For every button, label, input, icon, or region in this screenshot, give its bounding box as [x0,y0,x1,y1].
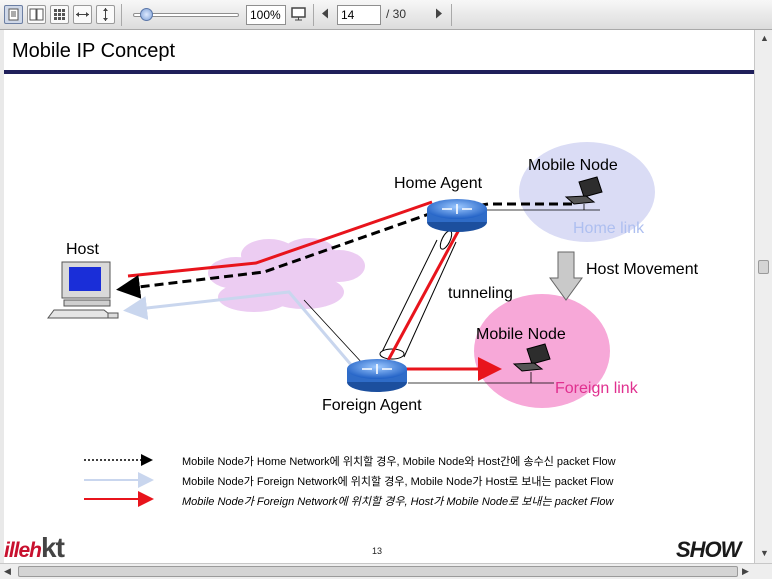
kt-logo-main: kt [41,532,65,563]
page-number-input[interactable]: 14 [337,5,381,25]
scroll-down-icon[interactable]: ▼ [760,548,769,558]
single-page-icon[interactable] [4,5,23,24]
toolbar-separator [121,4,122,26]
home-link-label: Home link [573,220,645,237]
foreign-agent-label: Foreign Agent [322,397,422,414]
flow-light-blue [123,290,366,381]
scroll-left-icon[interactable]: ◀ [4,566,11,576]
foreign-link-label: Foreign link [555,380,638,397]
kt-logo-prefix: illeh [4,539,42,562]
flow-red-tunnel [382,225,463,369]
horizontal-scrollbar[interactable]: ◀ ▶ [0,563,772,579]
next-page-icon[interactable] [430,5,449,24]
foreign-agent-router-icon [347,359,407,392]
home-agent-router-icon [427,199,487,232]
scroll-right-icon[interactable]: ▶ [742,566,749,576]
vertical-scrollbar[interactable]: ▲ ▼ [754,30,772,563]
horizontal-scroll-thumb[interactable] [18,566,738,577]
thumbnail-grid-icon[interactable] [50,5,69,24]
toolbar-separator [313,4,314,26]
tunnel-pipe [379,230,457,360]
zoom-slider-track[interactable] [133,13,239,17]
host-movement-label: Host Movement [586,261,699,278]
vertical-scroll-thumb[interactable] [758,260,769,274]
mobile-node-foreign-label: Mobile Node [476,326,566,343]
host-to-foreign-agent-link [303,299,365,366]
prev-page-icon[interactable] [317,5,336,24]
slide-page: Mobile IP Concept [4,30,754,563]
viewer-toolbar: 100% 14 / 30 [0,0,772,30]
home-agent-label: Home Agent [394,175,483,192]
mobile-ip-diagram [47,142,655,507]
scroll-up-icon[interactable]: ▲ [760,33,769,43]
slide-title: Mobile IP Concept [12,40,176,62]
host-label: Host [66,241,99,258]
page-total: / 30 [386,7,407,21]
title-rule [4,70,754,74]
legend-text-black-dotted: Mobile Node가 Home Network에 위치할 경우, Mobil… [182,456,616,468]
toolbar-separator [451,4,452,26]
kt-logo: illehkt [4,532,65,563]
zoom-value-field[interactable]: 100% [246,5,286,25]
internet-cloud [208,238,365,312]
legend-text-red: Mobile Node가 Foreign Network에 위치할 경우, Ho… [182,496,614,508]
tunneling-label: tunneling [448,285,513,302]
home-mobile-node-laptop-icon [564,176,603,205]
foreign-mobile-node-laptop-icon [512,343,551,372]
two-page-icon[interactable] [27,5,46,24]
fit-width-icon[interactable] [73,5,92,24]
host-movement-arrow [549,251,583,301]
mobile-node-home-label: Mobile Node [528,157,618,174]
fullscreen-icon[interactable] [290,5,309,24]
slide-page-number: 13 [372,546,383,556]
zoom-slider-thumb[interactable] [140,8,153,21]
legend-text-light-blue: Mobile Node가 Foreign Network에 위치할 경우, Mo… [182,476,614,488]
flow-red-host-to-home [127,200,433,278]
show-logo: SHOW [676,537,741,562]
fit-height-icon[interactable] [96,5,115,24]
host-computer-icon [47,261,119,319]
